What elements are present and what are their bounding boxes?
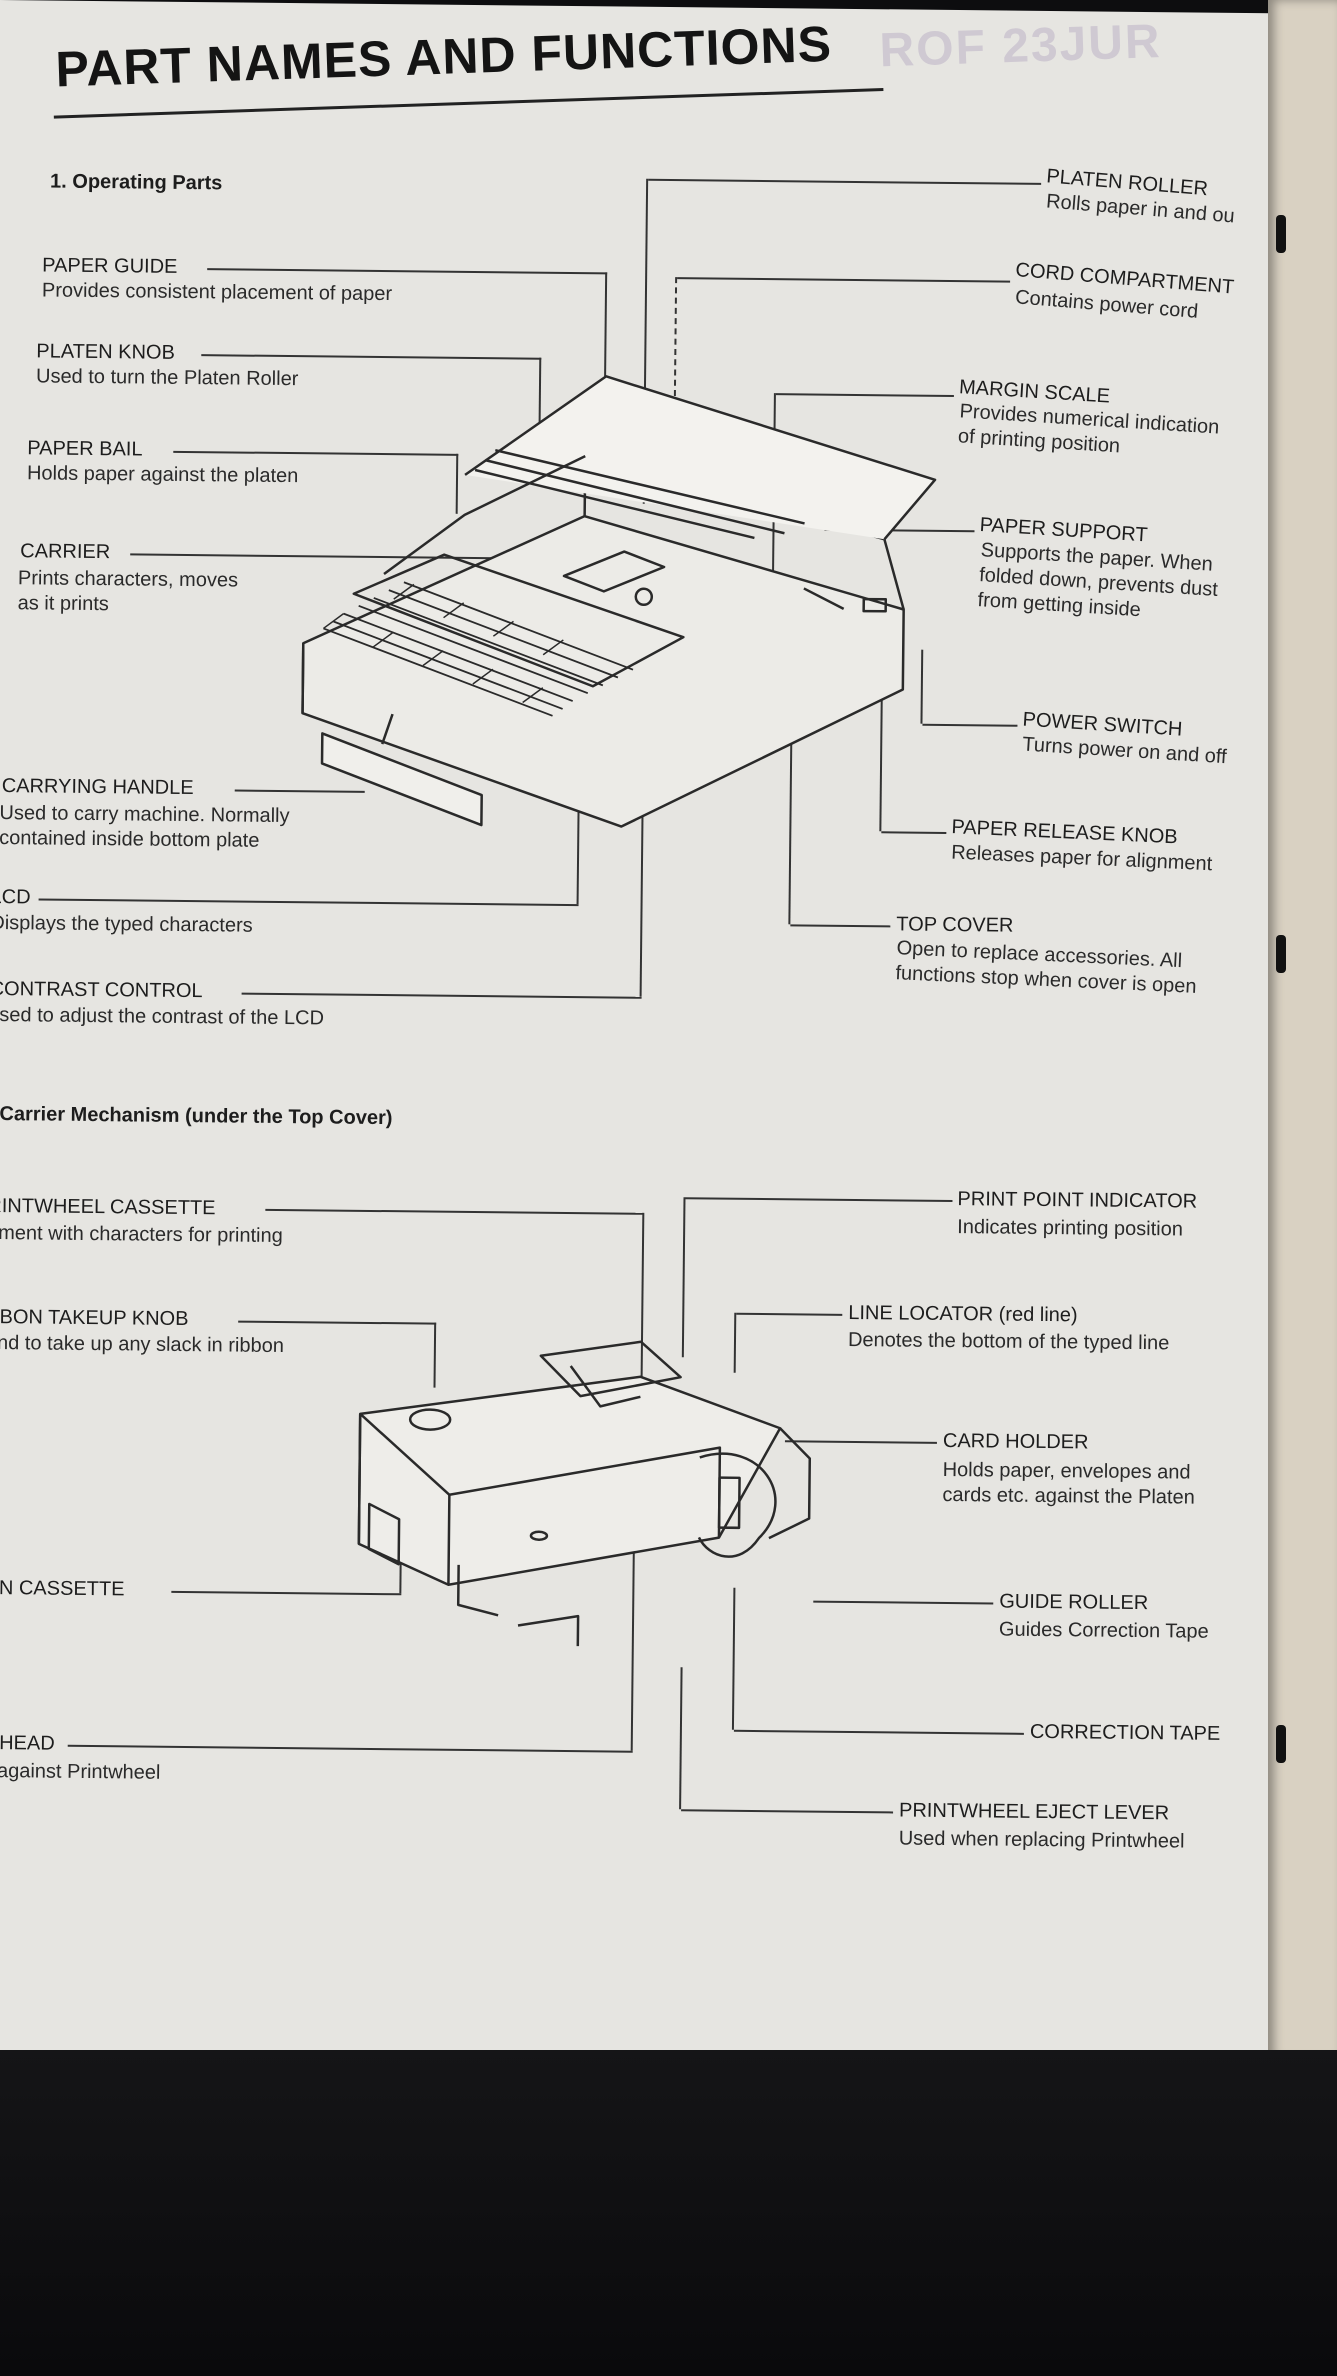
label-print-point-indicator: PRINT POINT INDICATOR bbox=[957, 1188, 1198, 1213]
desc-paper-guide: Provides consistent placement of paper bbox=[41, 279, 393, 306]
label-contrast-control: CONTRAST CONTROL bbox=[0, 977, 203, 1003]
leader-correction-tape bbox=[733, 1729, 1024, 1735]
leader-cord-compartment bbox=[677, 277, 1011, 283]
leader-ribbon-takeup-knob bbox=[238, 1320, 437, 1325]
desc-top-cover: Open to replace accessories. All functio… bbox=[895, 937, 1198, 998]
label-carrier: CARRIER bbox=[20, 540, 111, 564]
label-printwheel-eject-lever: PRINTWHEEL EJECT LEVER bbox=[898, 1799, 1170, 1825]
leader-print-head bbox=[67, 1744, 633, 1753]
label-paper-guide: PAPER GUIDE bbox=[42, 254, 178, 278]
desc-guide-roller: Guides Correction Tape bbox=[998, 1618, 1209, 1643]
desc-print-point-indicator: Indicates printing position bbox=[957, 1216, 1184, 1241]
desc-ribbon-takeup-knob: und to take up any slack in ribbon bbox=[0, 1331, 285, 1358]
typewriter-illustration bbox=[301, 375, 937, 828]
desc-printwheel-eject-lever: Used when replacing Printwheel bbox=[898, 1827, 1185, 1853]
desc-platen-knob: Used to turn the Platen Roller bbox=[35, 365, 299, 391]
label-ribbon-takeup-knob: BBON TAKEUP KNOB bbox=[0, 1305, 189, 1331]
desc-paper-support: Supports the paper. When folded down, pr… bbox=[976, 539, 1219, 622]
page-tab-marker bbox=[1276, 215, 1286, 253]
desc-card-holder: Holds paper, envelopes and cards etc. ag… bbox=[942, 1458, 1195, 1509]
label-correction-tape: CORRECTION TAPE bbox=[1029, 1720, 1221, 1745]
section-heading-operating-parts: 1. Operating Parts bbox=[49, 170, 223, 195]
leader-printwheel-cassette bbox=[265, 1208, 644, 1215]
desc-carrying-handle: Used to carry machine. Normally containe… bbox=[0, 802, 290, 852]
desc-lcd: Displays the typed characters bbox=[0, 911, 253, 937]
label-print-head: T HEAD bbox=[0, 1732, 55, 1755]
desc-print-head: s against Printwheel bbox=[0, 1760, 161, 1784]
desc-power-switch: Turns power on and off bbox=[1021, 733, 1228, 769]
background-surface bbox=[0, 2050, 1337, 2376]
label-lcd: LCD bbox=[0, 885, 31, 909]
desc-carrier: Prints characters, moves as it prints bbox=[17, 567, 239, 616]
label-guide-roller: GUIDE ROLLER bbox=[999, 1590, 1149, 1615]
page-title: PART NAMES AND FUNCTIONS bbox=[54, 15, 833, 98]
label-printwheel-cassette: RINTWHEEL CASSETTE bbox=[0, 1194, 216, 1220]
page-tab-marker bbox=[1276, 935, 1286, 973]
leader-line-locator bbox=[736, 1312, 843, 1316]
section-heading-carrier-mechanism: . Carrier Mechanism (under the Top Cover… bbox=[0, 1102, 393, 1130]
leader-printwheel-eject-lever bbox=[681, 1809, 894, 1814]
desc-paper-bail: Holds paper against the platen bbox=[26, 462, 299, 488]
leader-paper-guide bbox=[207, 268, 608, 275]
leader-guide-roller bbox=[813, 1600, 994, 1605]
leader-platen-roller bbox=[648, 178, 1042, 185]
page-tab-marker bbox=[1276, 1725, 1286, 1763]
leader-print-point-indicator bbox=[685, 1197, 953, 1203]
desc-contrast-control: Jsed to adjust the contrast of the LCD bbox=[0, 1003, 325, 1030]
carrier-mechanism-illustration bbox=[357, 1340, 812, 1647]
label-carrying-handle: CARRYING HANDLE bbox=[1, 775, 194, 800]
manual-page: ROF 23JUR PART NAMES AND FUNCTIONS 1. Op… bbox=[0, 0, 1290, 2064]
leader-contrast-control bbox=[241, 992, 642, 999]
desc-margin-scale: Provides numerical indication of printin… bbox=[957, 400, 1220, 458]
label-ribbon-cassette: ON CASSETTE bbox=[0, 1576, 125, 1601]
desc-printwheel-cassette: ement with characters for printing bbox=[0, 1221, 283, 1248]
label-paper-bail: PAPER BAIL bbox=[27, 437, 143, 461]
label-line-locator: LINE LOCATOR (red line) bbox=[848, 1301, 1078, 1327]
leader-top-cover bbox=[790, 924, 891, 928]
label-card-holder: CARD HOLDER bbox=[942, 1429, 1089, 1454]
label-platen-knob: PLATEN KNOB bbox=[36, 340, 175, 364]
bleed-through-text: ROF 23JUR bbox=[878, 15, 1163, 78]
desc-line-locator: Denotes the bottom of the typed line bbox=[847, 1328, 1170, 1355]
adjacent-page-edge bbox=[1268, 0, 1337, 2060]
